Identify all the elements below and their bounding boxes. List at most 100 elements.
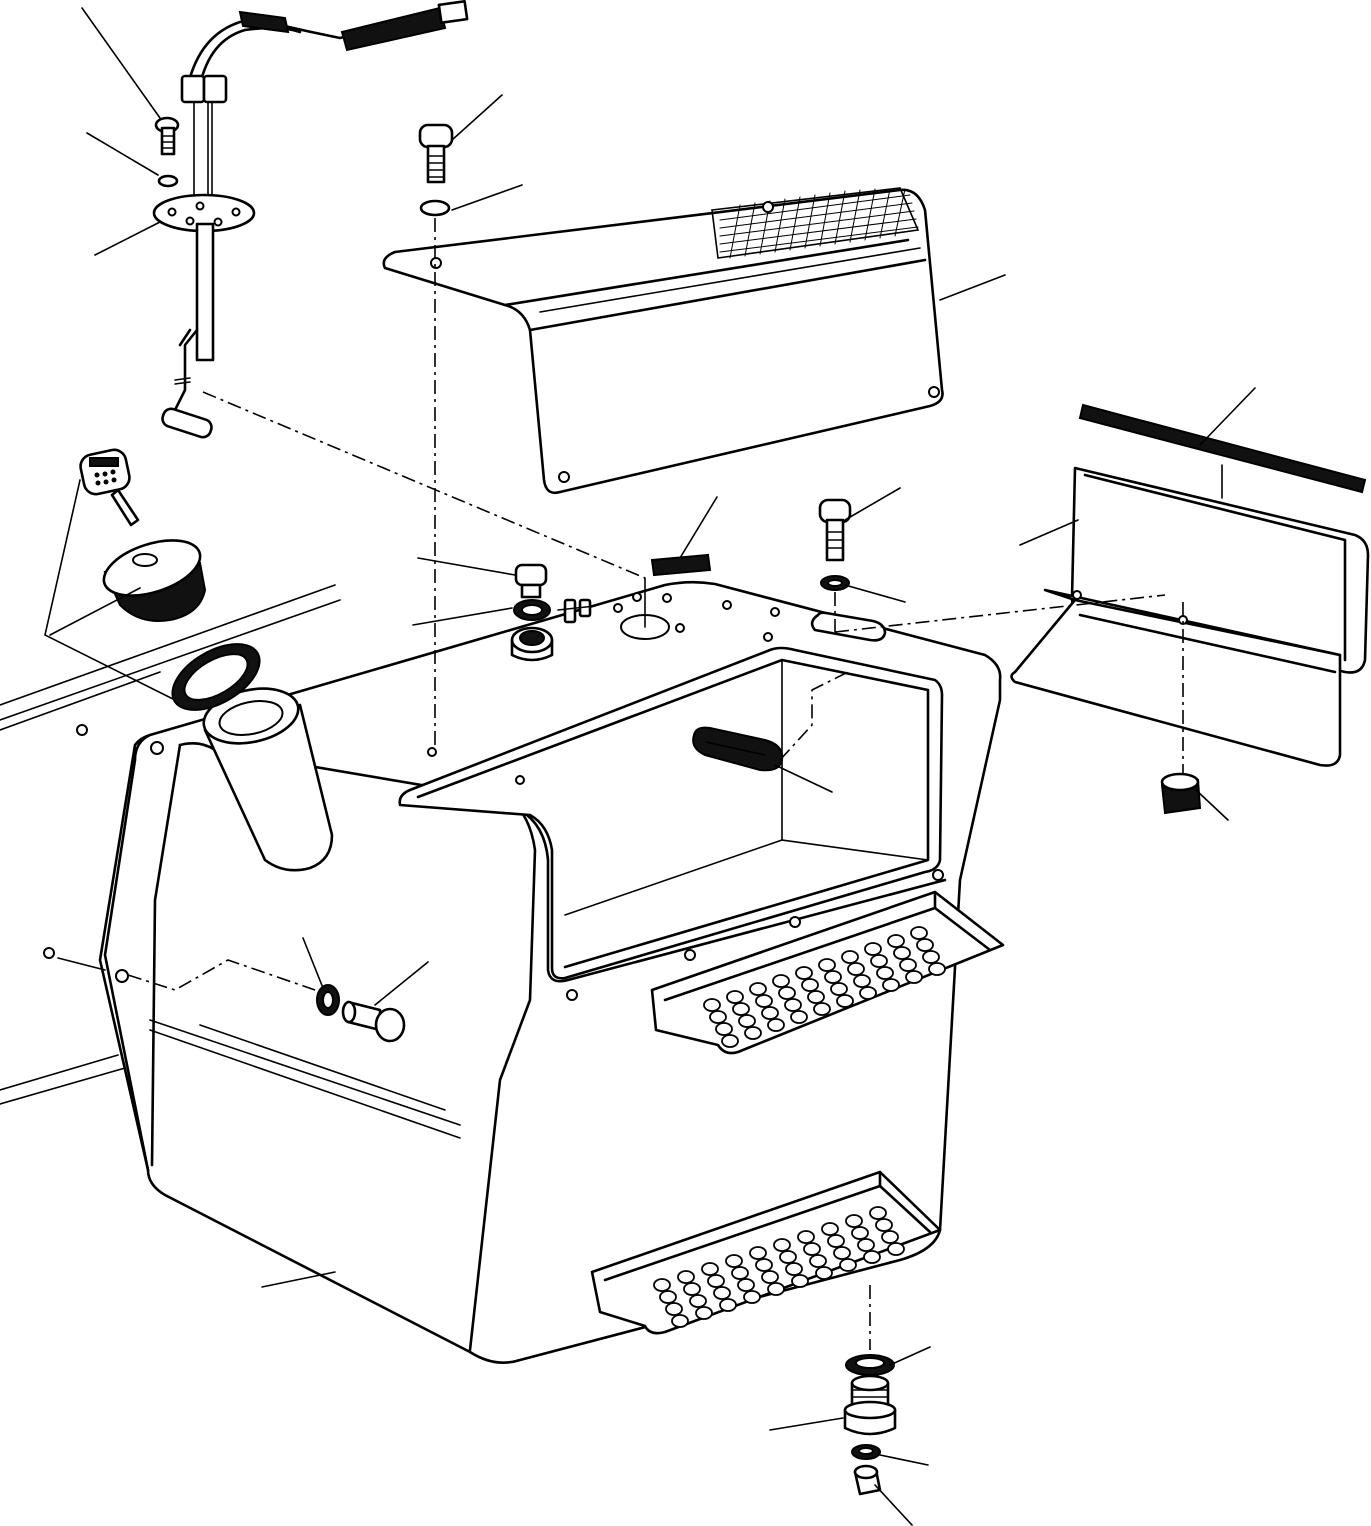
step-tread-hole (815, 1266, 833, 1280)
step-tread-hole (767, 1282, 785, 1296)
step-tread-hole (749, 1246, 767, 1260)
step-tread-hole (887, 934, 905, 948)
step-tread-hole (875, 1218, 893, 1232)
step-tread-hole (824, 970, 842, 984)
lower-step-treads (653, 1206, 905, 1328)
step-tread-hole (755, 1258, 773, 1272)
step-tread-hole (836, 994, 854, 1008)
step-tread-hole (721, 1034, 739, 1048)
drain-nut (853, 1464, 882, 1496)
step-tread-hole (738, 1014, 756, 1028)
step-tread-hole (749, 982, 767, 996)
step-tread-hole (665, 1302, 683, 1316)
step-tread-hole (677, 1270, 695, 1284)
cap-bolt (418, 123, 454, 184)
step-tread-hole (813, 1002, 831, 1016)
upper-step-treads (703, 926, 946, 1048)
step-tread-hole (863, 1250, 881, 1264)
side-bolt (341, 1000, 406, 1043)
step-tread-hole (893, 946, 911, 960)
step-tread-hole (795, 966, 813, 980)
step-tread-hole (899, 958, 917, 972)
step-tread-hole (851, 1226, 869, 1240)
handle-grommet (692, 671, 849, 772)
leader-lines (57, 7, 1256, 1526)
step-tread-hole (818, 958, 836, 972)
filler-cap (102, 539, 207, 622)
sender-screw (154, 116, 180, 156)
step-tread-hole (715, 1022, 733, 1036)
step-tread-hole (853, 974, 871, 988)
step-tread-hole (790, 1010, 808, 1024)
tank-mount-hole (43, 947, 55, 959)
step-tread-hole (859, 986, 877, 1000)
step-tread-hole (869, 1206, 887, 1220)
step-tread-hole (922, 950, 940, 964)
step-tread-hole (707, 1274, 725, 1288)
cover-washer (820, 575, 850, 591)
cover-grille (711, 187, 920, 259)
step-tread-hole (773, 1238, 791, 1252)
bracket-nut (1160, 772, 1202, 815)
step-tread-hole (807, 990, 825, 1004)
step-tread-hole (767, 1018, 785, 1032)
step-tread-hole (870, 954, 888, 968)
side-washer (316, 984, 340, 1016)
step-tread-hole (726, 990, 744, 1004)
step-tread-hole (659, 1290, 677, 1304)
step-tread-hole (732, 1002, 750, 1016)
handle-slot (810, 611, 887, 642)
small-fittings (557, 598, 596, 624)
vent-washer (513, 599, 551, 621)
step-tread-hole (876, 966, 894, 980)
step-tread-hole (744, 1026, 762, 1040)
step-tread-hole (857, 1238, 875, 1252)
step-tread-hole (839, 1258, 857, 1272)
step-tread-hole (695, 1306, 713, 1320)
drain-seal (845, 1354, 895, 1376)
step-tread-hole (737, 1278, 755, 1292)
step-tread-hole (827, 1234, 845, 1248)
step-tread-hole (801, 978, 819, 992)
vent-plug (514, 563, 548, 599)
step-tread-hole (841, 950, 859, 964)
frame-rail-upper (0, 584, 341, 736)
cover-bolt (818, 498, 852, 562)
breather (650, 553, 712, 577)
step-tread-hole (881, 1230, 899, 1244)
frame-rail-lower (0, 1054, 126, 1105)
step-tread-hole (778, 986, 796, 1000)
step-tread-hole (713, 1286, 731, 1300)
step-tread-hole (833, 1246, 851, 1260)
step-tread-hole (671, 1314, 689, 1328)
step-tread-hole (803, 1242, 821, 1256)
bracket-strip (1078, 403, 1367, 499)
drain-plug (843, 1374, 897, 1436)
step-tread-hole (689, 1294, 707, 1308)
step-tread-hole (864, 942, 882, 956)
step-tread-hole (830, 982, 848, 996)
step-tread-hole (709, 1010, 727, 1024)
step-tread-hole (887, 1242, 905, 1256)
cap-washer (419, 199, 451, 217)
step-tread-hole (653, 1278, 671, 1292)
step-tread-hole (683, 1282, 701, 1296)
step-tread-hole (785, 1262, 803, 1276)
side-bracket (834, 466, 1370, 780)
step-tread-hole (703, 998, 721, 1012)
step-tread-hole (916, 938, 934, 952)
step-tread-hole (755, 994, 773, 1008)
step-tread-hole (784, 998, 802, 1012)
step-tread-hole (882, 978, 900, 992)
step-tread-hole (928, 962, 946, 976)
step-tread-hole (743, 1290, 761, 1304)
fuel-tank (98, 580, 1002, 1364)
filler-gasket (171, 643, 261, 711)
filler-neck (202, 687, 334, 872)
step-tread-hole (701, 1262, 719, 1276)
step-tread-hole (809, 1254, 827, 1268)
step-tread-hole (797, 1230, 815, 1244)
step-tread-hole (821, 1222, 839, 1236)
upper-step (650, 890, 1005, 1055)
